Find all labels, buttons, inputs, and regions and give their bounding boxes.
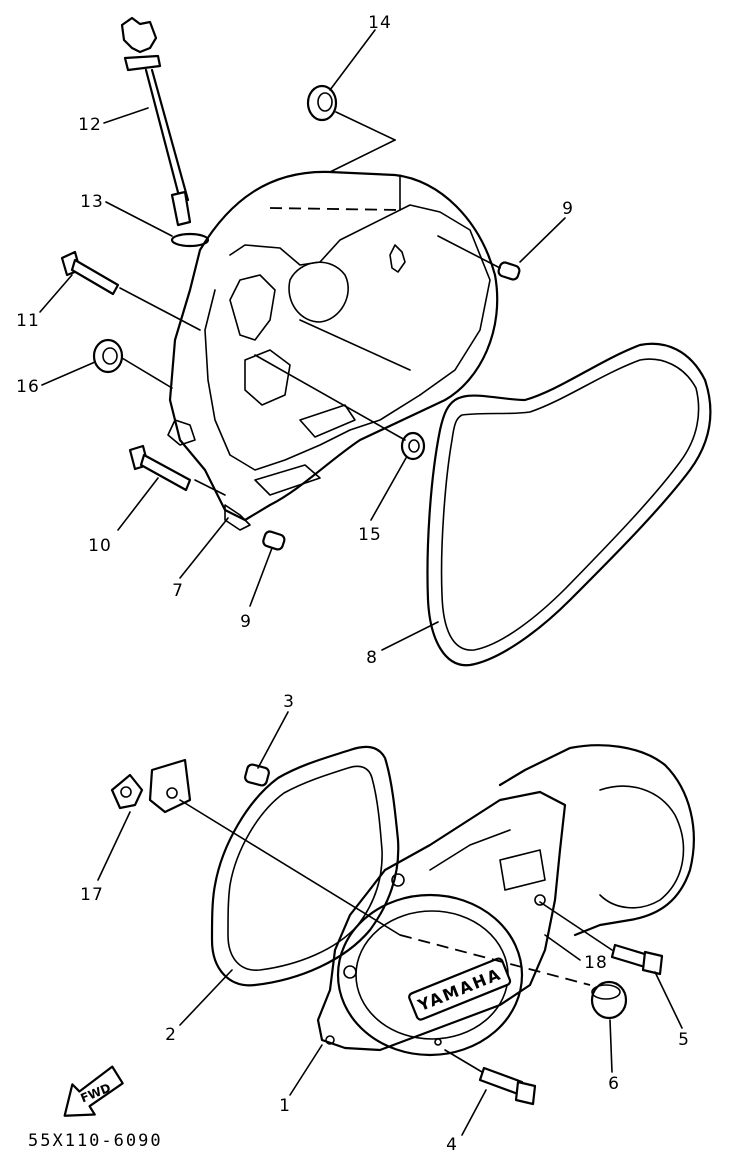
oil-seal-part-16	[92, 338, 124, 374]
callout-numbers: 12 13 14 9 11 16 10 7 9 15 8 3 17 2 1 4 …	[16, 13, 690, 1155]
callout-14: 14	[368, 13, 392, 33]
callout-2: 2	[165, 1025, 177, 1045]
dowel-pin-part-9-left	[262, 530, 286, 551]
lower-leader-lines	[179, 799, 613, 1073]
bolt-part-4	[478, 1066, 537, 1106]
bolt-part-5	[610, 943, 664, 976]
callout-12: 12	[78, 115, 102, 135]
forward-arrow-icon: FWD	[63, 1065, 124, 1117]
gasket-part-8-inner	[440, 358, 700, 651]
callout-3: 3	[283, 692, 295, 712]
callout-11: 11	[16, 311, 40, 331]
callout-17: 17	[80, 885, 104, 905]
callout-4: 4	[446, 1135, 458, 1155]
callout-13: 13	[80, 192, 104, 212]
gasket-part-2-inner	[227, 765, 383, 971]
callout-9-upper: 9	[562, 199, 574, 219]
gasket-part-2	[210, 745, 400, 987]
drawing-code: 55X110-6090	[28, 1131, 163, 1151]
callout-5: 5	[678, 1030, 690, 1050]
callout-7: 7	[172, 581, 184, 601]
oil-seal-part-15	[400, 431, 426, 461]
gasket-part-8	[426, 342, 712, 667]
callout-6: 6	[608, 1074, 620, 1094]
bolt-part-10	[128, 444, 192, 492]
plug-part-6	[590, 980, 628, 1020]
callout-10: 10	[88, 536, 112, 556]
callout-15: 15	[358, 525, 382, 545]
callout-leaders	[39, 29, 683, 1136]
dipstick-part-12	[120, 16, 192, 227]
crankcase-cover-part-7	[167, 170, 499, 531]
callout-18: 18	[584, 953, 608, 973]
callout-8: 8	[366, 648, 378, 668]
upper-leader-lines	[119, 111, 501, 496]
clamp-part-17	[110, 758, 192, 814]
bolt-part-11	[60, 250, 120, 296]
callout-16: 16	[16, 377, 40, 397]
o-ring-part-13	[170, 232, 210, 248]
callout-9-lower: 9	[240, 612, 252, 632]
dowel-pin-part-9-right	[497, 261, 521, 281]
grommet-part-3	[244, 763, 270, 787]
callout-1: 1	[279, 1096, 291, 1116]
oil-seal-part-14	[306, 84, 338, 122]
